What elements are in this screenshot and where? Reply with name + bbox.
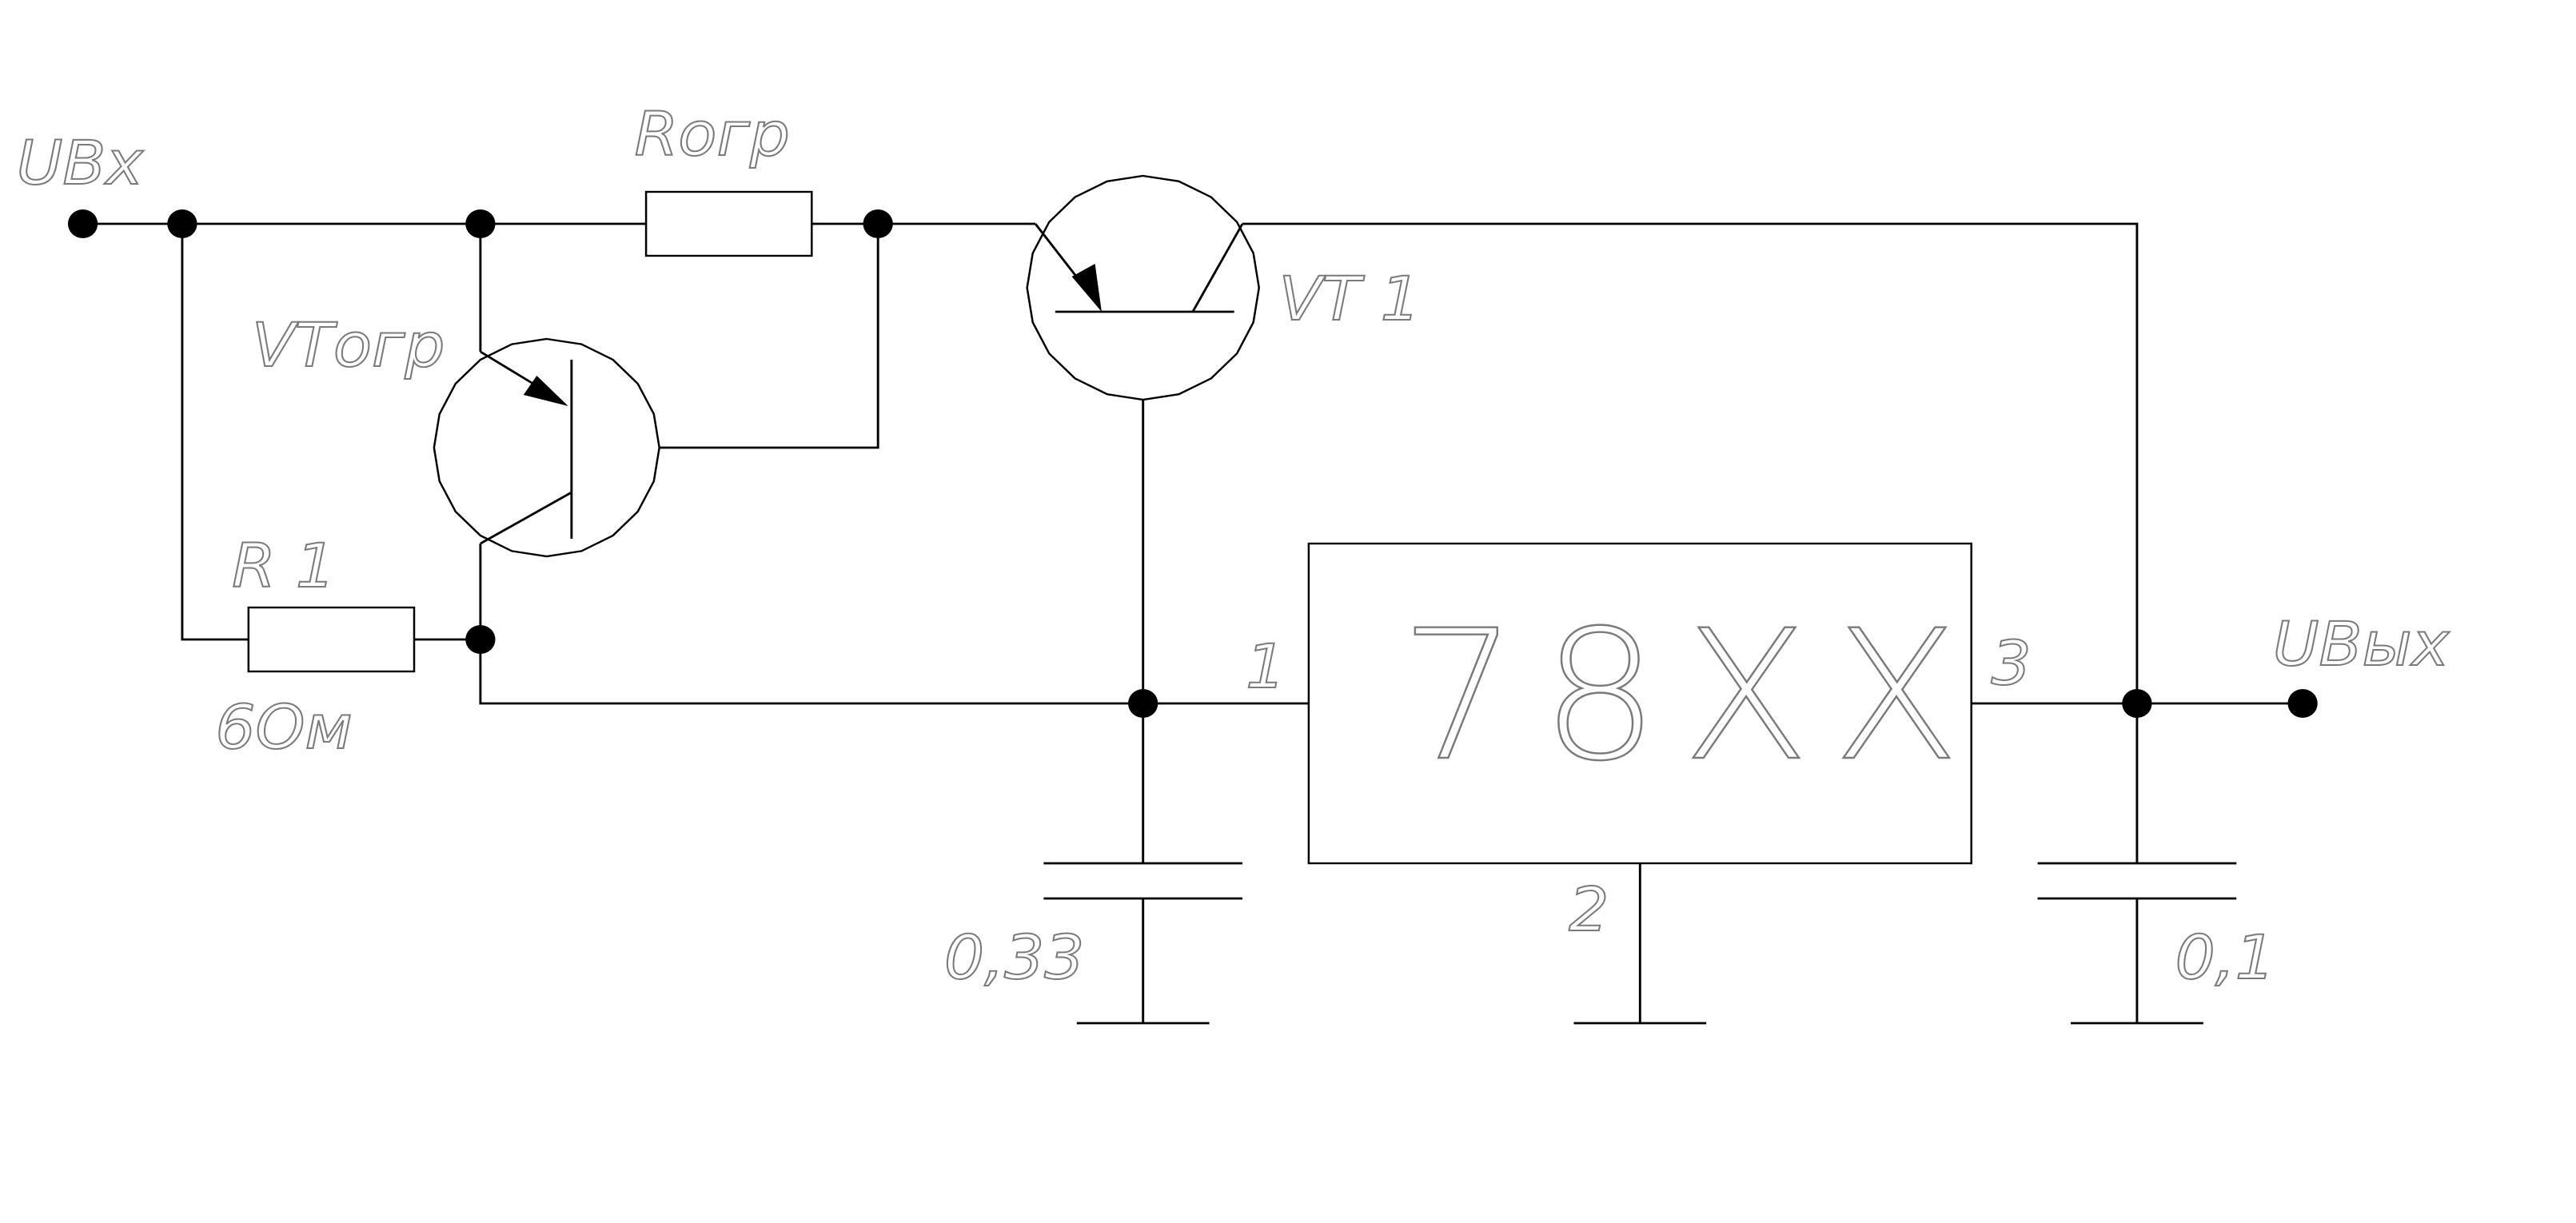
junction-r1-top	[167, 209, 197, 238]
terminal-input	[67, 209, 98, 238]
label-pin-1: 1	[1246, 631, 1286, 702]
label-capacitor-output-value: 0,1	[2175, 922, 2275, 993]
junction-pin1	[1128, 689, 1158, 718]
label-pin-3: 3	[1992, 628, 2032, 699]
label-transistor-vt1: VT 1	[1279, 264, 1421, 334]
junction-rogr-out	[863, 209, 893, 238]
transistor-vtogr-emitter	[480, 350, 540, 388]
label-capacitor-input-value: 0,33	[944, 922, 1084, 993]
wire-cap-out-leads	[2071, 703, 2203, 1025]
label-pin-2: 2	[1569, 874, 1609, 945]
capacitor-input-plates	[1043, 862, 1243, 900]
transistor-vtogr-body	[433, 337, 660, 558]
wire-cap-in-leads	[1076, 703, 1210, 1025]
wire-vt1-collector-to-output	[1242, 222, 2139, 703]
junctions	[67, 209, 2318, 718]
resistor-rogr	[644, 190, 813, 257]
label-resistor-rogr: Rогр	[635, 99, 790, 169]
capacitor-output-plates	[2037, 862, 2237, 900]
transistor-vtogr	[433, 337, 660, 558]
junction-pin3	[2122, 689, 2152, 718]
label-transistor-vtogr: VTогр	[252, 310, 445, 380]
regulator-78xx	[1307, 542, 1972, 865]
terminal-output	[2287, 689, 2318, 718]
junction-vtogr-emitter	[465, 209, 496, 238]
junction-r1-bottom	[465, 625, 496, 654]
label-resistor-r1-value: 6Oм	[215, 692, 352, 763]
transistor-vtogr-collector	[480, 491, 572, 545]
transistor-vtogr-emitter-arrow	[523, 376, 568, 406]
wire-vtogr-collector-to-pin1	[479, 544, 1309, 705]
wire-pin2-ground	[1573, 863, 1707, 1025]
label-input-voltage: UВх	[17, 128, 144, 198]
transistor-vt1-body	[1026, 174, 1260, 401]
wires	[82, 222, 2303, 1025]
transistor-vt1-collector	[1191, 223, 1244, 313]
resistor-r1	[247, 606, 416, 673]
label-regulator-78xx: 78XX	[1400, 592, 1983, 800]
transistor-vt1-emitter-arrow	[1071, 264, 1102, 312]
wire-vtogr-base-feed	[580, 224, 879, 449]
label-output-voltage: UВых	[2273, 609, 2450, 679]
label-resistor-r1: R 1	[232, 531, 336, 601]
transistor-vt1	[1026, 174, 1260, 401]
